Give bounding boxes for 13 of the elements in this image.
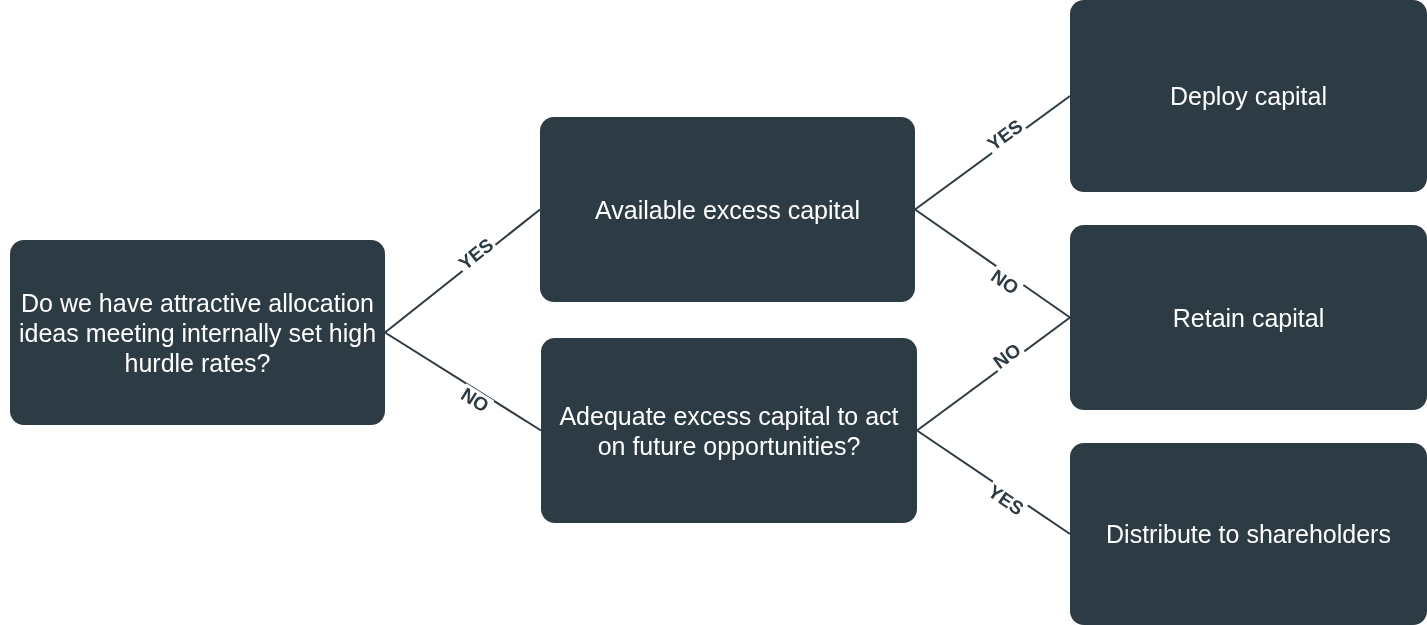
process-box — [541, 338, 917, 523]
process-box — [1070, 225, 1427, 410]
box-text: Deploy capital — [1170, 81, 1327, 111]
process-box — [1070, 443, 1427, 625]
box-text: Adequate excess capital to act on future opportunities? — [558, 400, 900, 461]
process-box — [540, 117, 915, 302]
connector-line — [384, 331, 542, 432]
process-box — [10, 240, 385, 425]
box-text: Do we have attractive allocation ideas meeting internally set high hurdle rates? — [18, 287, 377, 378]
box-text: Distribute to shareholders — [1106, 519, 1391, 549]
box-text: Retain capital — [1172, 302, 1325, 333]
process-box — [1070, 0, 1427, 192]
box-text: Available excess capital — [595, 194, 860, 225]
